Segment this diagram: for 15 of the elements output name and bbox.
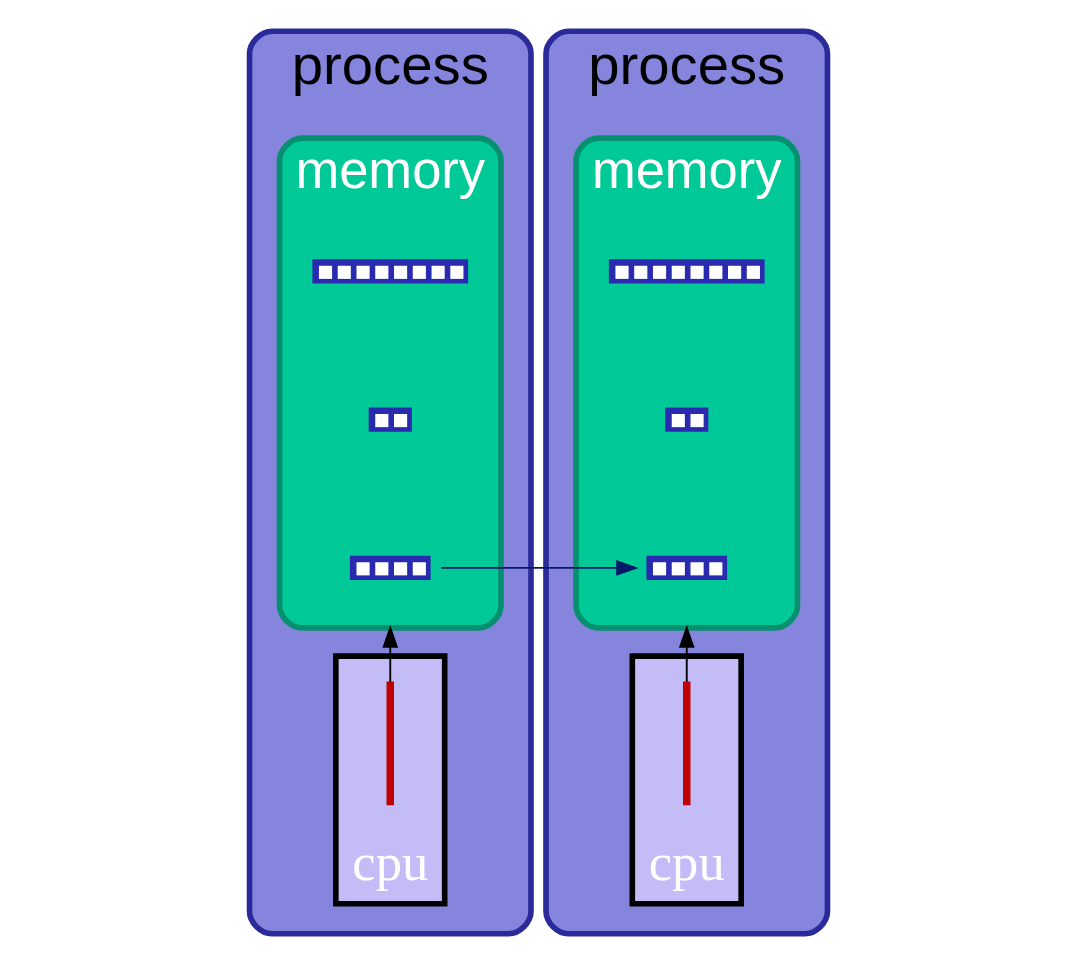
node-bar <box>368 407 412 432</box>
node-bar <box>664 407 708 432</box>
node-wave <box>682 681 690 806</box>
arrow <box>381 625 398 683</box>
node-bar <box>311 259 468 284</box>
node-bar <box>608 259 765 284</box>
cluster: cpu <box>332 653 447 907</box>
arrow <box>678 625 695 683</box>
node-bar <box>349 555 431 581</box>
node-wave <box>386 681 394 806</box>
cluster: memory <box>276 135 504 631</box>
node-bar <box>645 555 727 581</box>
cluster: cpu <box>629 653 744 907</box>
arrow <box>439 560 639 576</box>
cluster: memory <box>572 135 800 631</box>
